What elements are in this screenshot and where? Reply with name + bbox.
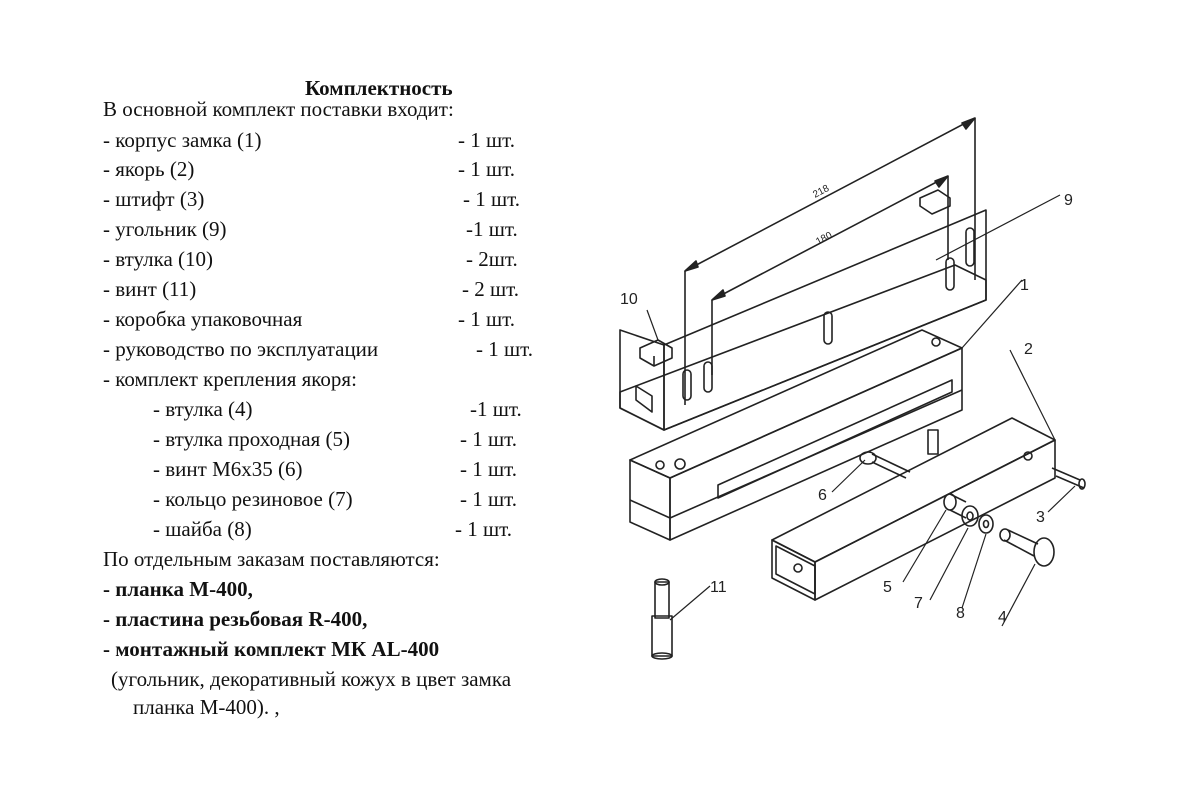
list-item-name: - якорь (2) (103, 157, 195, 181)
part-label-5: 5 (883, 579, 892, 596)
list-item-name: - винт (11) (103, 277, 197, 301)
intro-text: В основной комплект поставки входит: (103, 97, 454, 121)
sub-item-name: - винт М6х35 (6) (153, 457, 303, 481)
note-text: (угольник, декоративный кожух в цвет зам… (111, 667, 512, 691)
part-label-8: 8 (956, 605, 965, 622)
sub-item-qty: - 1 шт. (460, 457, 518, 481)
part-label-10: 10 (620, 291, 638, 308)
separate-item: - пластина резьбовая R-400, (103, 607, 368, 631)
list-item-qty: - 1 шт. (463, 187, 521, 211)
sub-item-name: - кольцо резиновое (7) (153, 487, 353, 511)
sub-item-name: - шайба (8) (153, 517, 252, 541)
dim-180-label: 180 (814, 230, 834, 248)
angle-bracket (619, 209, 987, 431)
list-item-name: - руководство по эксплуатации (103, 337, 379, 361)
screw-11 (651, 578, 673, 660)
bushing-4 (999, 528, 1055, 567)
rubber-ring-7 (961, 505, 979, 527)
list-item-name: - корпус замка (1) (103, 128, 262, 152)
pin-3 (1051, 467, 1086, 490)
part-label-1: 1 (1020, 277, 1029, 294)
list-item-name: - втулка (10) (103, 247, 214, 271)
part-label-6: 6 (818, 487, 827, 504)
list-item-qty: - 2 шт. (462, 277, 520, 301)
list-item-qty: - 2шт. (466, 247, 518, 271)
sub-item-name: - втулка проходная (5) (153, 427, 350, 451)
part-label-9: 9 (1064, 192, 1073, 209)
list-item-qty: - 1 шт. (458, 128, 516, 152)
stud (927, 429, 939, 455)
part-label-3: 3 (1036, 509, 1045, 526)
part-label-7: 7 (914, 595, 923, 612)
lock-body (629, 329, 963, 541)
assembly-diagram: 218 180 (600, 100, 1200, 700)
part-labels: 1 2 3 4 5 6 7 8 9 10 11 (620, 192, 1073, 626)
list-item-name: - коробка упаковочная (103, 307, 303, 331)
separate-item: - монтажный комплект МК AL-400 (103, 637, 440, 661)
anchor-plate (771, 417, 1056, 601)
part-label-2: 2 (1024, 341, 1033, 358)
sub-item-name: - втулка (4) (153, 397, 253, 421)
washer-8 (978, 514, 994, 534)
list-item-name: - комплект крепления якоря: (103, 367, 357, 391)
sub-item-qty: - 1 шт. (455, 517, 513, 541)
bushing-10 (639, 189, 951, 367)
bushing-5 (943, 493, 967, 519)
separate-heading: По отдельным заказам поставляются: (103, 547, 440, 571)
list-item-qty: -1 шт. (466, 217, 518, 241)
list-item-qty: - 1 шт. (458, 307, 516, 331)
leader-lines (646, 194, 1076, 627)
part-label-11: 11 (710, 579, 727, 596)
page-title: Комплектность (305, 76, 453, 100)
dimension-218: 218 (684, 117, 976, 405)
sub-item-qty: -1 шт. (470, 397, 522, 421)
sub-item-qty: - 1 шт. (460, 487, 518, 511)
part-label-4: 4 (998, 609, 1007, 626)
list-item-name: - штифт (3) (103, 187, 205, 211)
list-item-qty: - 1 шт. (476, 337, 534, 361)
dim-218-label: 218 (811, 183, 831, 201)
list-item-name: - угольник (9) (103, 217, 227, 241)
separate-item: - планка М-400, (103, 577, 253, 601)
note-text: планка М-400). , (133, 695, 280, 719)
sub-item-qty: - 1 шт. (460, 427, 518, 451)
list-item-qty: - 1 шт. (458, 157, 516, 181)
